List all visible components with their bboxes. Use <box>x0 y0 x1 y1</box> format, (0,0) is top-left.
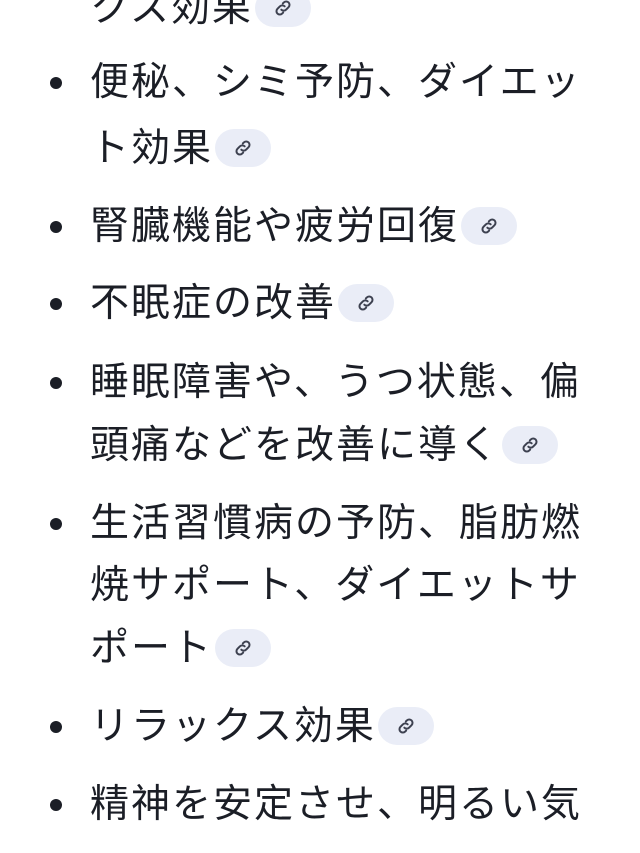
link-icon <box>235 140 251 155</box>
citation-link-button[interactable] <box>254 0 311 27</box>
list-item-text: 焼サポート、ダイエットサ <box>90 563 581 608</box>
link-icon <box>398 718 414 733</box>
link-icon <box>235 640 251 655</box>
citation-link-button[interactable] <box>215 128 272 167</box>
list-item-text: ポート <box>90 626 214 671</box>
citation-link-button[interactable] <box>377 706 434 745</box>
list-item-text: ト効果 <box>90 126 214 171</box>
list-item-text: 精神を安定させ、明るい気 <box>90 782 583 827</box>
link-icon <box>522 437 538 452</box>
bullet-dot <box>50 77 62 89</box>
list-item-text: 不眠症の改善 <box>90 281 337 326</box>
bullet-dot <box>50 377 62 389</box>
list-item-text: 頭痛などを改善に導く <box>90 423 501 468</box>
bullet-dot <box>50 518 62 530</box>
citation-link-button[interactable] <box>215 628 272 667</box>
bullet-dot <box>50 221 62 233</box>
citation-link-button[interactable] <box>502 425 559 464</box>
citation-link-button[interactable] <box>338 283 395 322</box>
list-item-text: 腎臓機能や疲労回復 <box>90 204 460 249</box>
citation-link-button[interactable] <box>461 206 518 245</box>
link-icon <box>275 0 291 15</box>
bullet-dot <box>50 799 62 811</box>
link-icon <box>358 295 374 310</box>
list-item-text: 睡眠障害や、うつ状態、偏 <box>90 360 581 405</box>
list-item-text: 便秘、シミ予防、ダイエッ <box>90 60 582 105</box>
list-item-text: 生活習慣病の予防、脂肪燃 <box>90 501 583 546</box>
bullet-dot <box>50 721 62 733</box>
list-item-text: リラックス効果 <box>90 704 376 749</box>
link-icon <box>481 218 497 233</box>
list-item-text: クス効果 <box>90 0 253 31</box>
bullet-dot <box>50 298 62 310</box>
